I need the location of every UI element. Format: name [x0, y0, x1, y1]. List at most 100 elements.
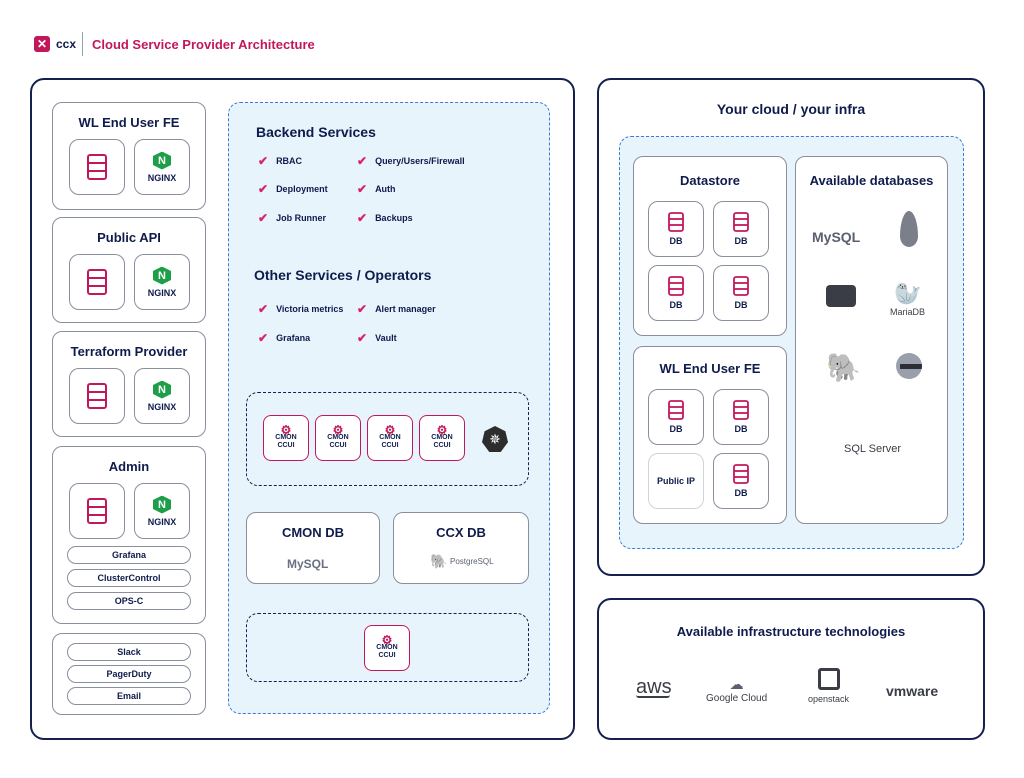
email-pill: Email — [67, 687, 191, 705]
nginx-icon: N — [153, 495, 171, 514]
google-cloud-logo: ☁ Google Cloud — [706, 676, 768, 704]
db-box: DB — [713, 453, 769, 509]
check-icon: ✔ — [258, 302, 269, 316]
card-title: CMON DB — [281, 525, 345, 540]
grafana-pill: Grafana — [67, 546, 191, 564]
openstack-logo: openstack — [808, 668, 849, 704]
public-api-card: Public API N NGINX — [52, 217, 206, 323]
nginx-label: NGINX — [147, 172, 177, 183]
ops-c-pill: OPS-C — [67, 592, 191, 610]
cmon-db-card: CMON DB MySQL — [246, 512, 380, 584]
slack-pill: Slack — [67, 643, 191, 661]
postgres-icon: 🐘 — [430, 553, 448, 569]
postgres-logo: PostgreSQL — [450, 557, 494, 566]
cloud-icon: ☁ — [729, 676, 744, 692]
check-icon: ✔ — [258, 331, 269, 345]
server-icon — [87, 383, 107, 409]
cog-icon: ⚙ — [436, 423, 448, 437]
db-box: DB — [713, 389, 769, 445]
server-icon — [733, 464, 749, 484]
logo-text: ccx — [56, 37, 77, 51]
backend-services-title: Backend Services — [256, 124, 376, 140]
check-icon: ✔ — [357, 211, 368, 225]
nginx-label: NGINX — [147, 401, 177, 412]
nginx-box: N NGINX — [134, 139, 190, 195]
sql-server-logo: SQL Server — [844, 443, 902, 455]
kubernetes-icon: ✵ — [482, 426, 508, 452]
cmon-single — [246, 613, 529, 682]
nginx-box: N NGINX — [134, 368, 190, 424]
cmon-cluster — [246, 392, 529, 486]
redis-icon — [826, 285, 856, 307]
db-box: DB — [713, 265, 769, 321]
card-title: Terraform Provider — [70, 344, 188, 359]
server-icon — [87, 269, 107, 295]
server-icon — [733, 400, 749, 420]
check-icon: ✔ — [357, 182, 368, 196]
nginx-icon: N — [153, 380, 171, 399]
db-box: DB — [713, 201, 769, 257]
admin-card: Admin N NGINX Grafana ClusterControl OPS… — [52, 446, 206, 624]
header-divider — [82, 32, 83, 56]
notifications-card: Slack PagerDuty Email — [52, 633, 206, 715]
mysql-logo: MySQL — [812, 229, 861, 245]
backend-item: ✔Query/Users/Firewall — [357, 154, 465, 168]
server-icon — [87, 154, 107, 180]
card-title: Public API — [97, 230, 161, 245]
db-box: DB — [648, 201, 704, 257]
pagerduty-pill: PagerDuty — [67, 665, 191, 683]
check-icon: ✔ — [357, 302, 368, 316]
ccx-db-card: CCX DB 🐘 PostgreSQL — [393, 512, 529, 584]
server-icon-box — [69, 483, 125, 539]
other-item: ✔Victoria metrics — [258, 302, 344, 316]
vmware-logo: vmware — [886, 683, 939, 699]
db-box: DB — [648, 389, 704, 445]
nginx-box: N NGINX — [134, 254, 190, 310]
clustercontrol-pill: ClusterControl — [67, 569, 191, 587]
backend-item: ✔Auth — [357, 182, 396, 196]
backend-area — [228, 102, 550, 714]
infra-panel — [597, 598, 985, 740]
check-icon: ✔ — [258, 211, 269, 225]
check-icon: ✔ — [357, 331, 368, 345]
infra-title: Available infrastructure technologies — [676, 624, 906, 639]
server-icon-box — [69, 368, 125, 424]
card-title: WL End User FE — [78, 115, 180, 130]
terraform-provider-card: Terraform Provider N NGINX — [52, 331, 206, 437]
ccx-logo-icon: ✕ — [34, 36, 50, 52]
cog-icon: ⚙ — [381, 633, 393, 647]
mysql-logo: MySQL — [287, 557, 329, 571]
backend-item: ✔Backups — [357, 211, 413, 225]
nginx-icon: N — [153, 151, 171, 170]
nginx-label: NGINX — [147, 516, 177, 527]
logo: ✕ ccx — [34, 36, 76, 52]
server-icon — [733, 212, 749, 232]
other-item: ✔Vault — [357, 331, 397, 345]
backend-item: ✔Job Runner — [258, 211, 327, 225]
other-item: ✔Alert manager — [357, 302, 436, 316]
cloud-title: Your cloud / your infra — [716, 101, 866, 117]
server-icon — [668, 212, 684, 232]
card-title: CCX DB — [436, 525, 486, 540]
backend-item: ✔Deployment — [258, 182, 328, 196]
nginx-label: NGINX — [147, 287, 177, 298]
public-ip-box: Public IP — [648, 453, 704, 509]
postgresql-elephant-icon: 🐘 — [826, 352, 861, 383]
server-icon — [87, 498, 107, 524]
mariadb-seal-icon: 🦭 — [894, 281, 922, 306]
backend-item: ✔RBAC — [258, 154, 303, 168]
server-icon — [668, 400, 684, 420]
db-box: DB — [648, 265, 704, 321]
cloud-wl-end-user-fe-card: WL End User FE DB DB Public IP DB — [633, 346, 787, 524]
cog-icon: ⚙ — [280, 423, 292, 437]
check-icon: ✔ — [357, 154, 368, 168]
card-title: WL End User FE — [659, 361, 761, 376]
card-title: Available databases — [809, 173, 934, 188]
check-icon: ✔ — [258, 182, 269, 196]
aws-logo: aws — [636, 676, 672, 698]
available-databases-card: Available databases MySQL MariaDB 🦭 🐘 SQ… — [795, 156, 948, 524]
nginx-box: N NGINX — [134, 483, 190, 539]
